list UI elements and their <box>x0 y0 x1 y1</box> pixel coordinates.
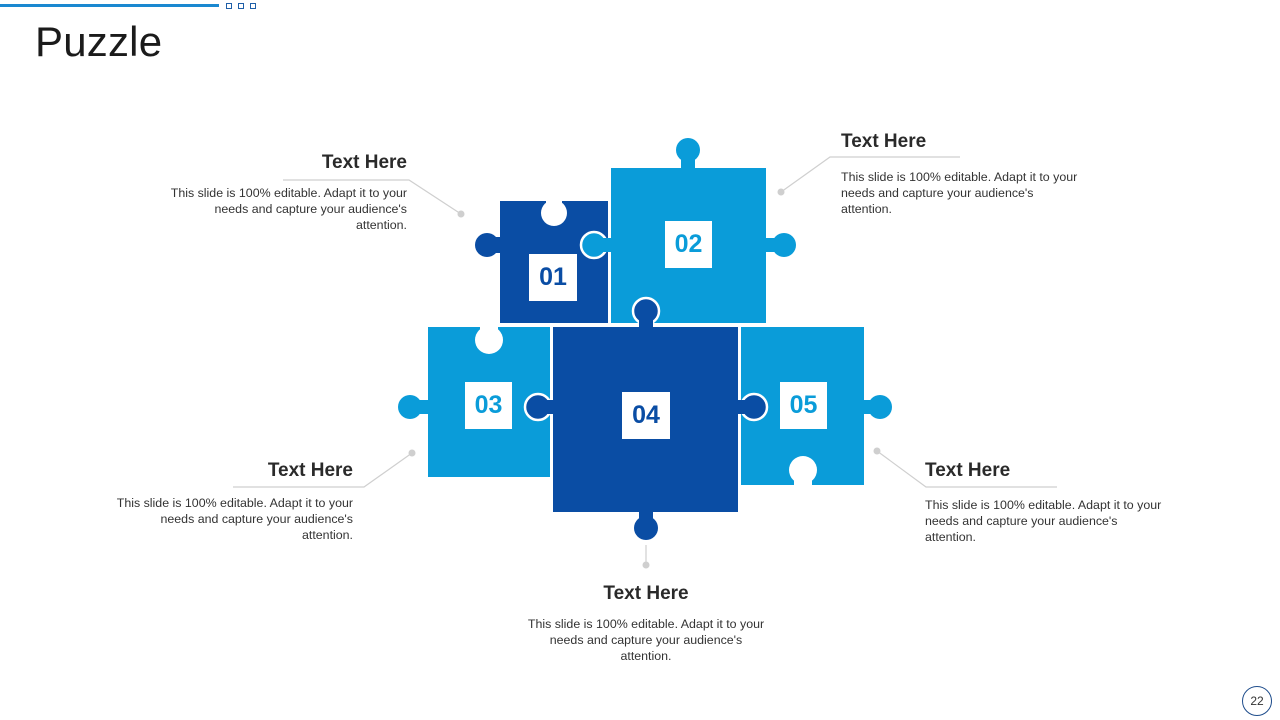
connector-line-1 <box>283 179 462 215</box>
callout-heading-1: Text Here <box>321 152 407 173</box>
piece-number-03: 03 <box>465 382 512 429</box>
connector-line-2 <box>780 156 960 193</box>
decor-square <box>238 3 244 9</box>
connector-line-4 <box>876 450 1057 488</box>
connector-dot-3 <box>408 449 416 457</box>
piece-number-05: 05 <box>780 382 827 429</box>
connector-dot-4 <box>873 447 881 455</box>
connector-dot-5 <box>642 561 650 569</box>
connector-line-3 <box>233 452 413 488</box>
page-number: 22 <box>1242 686 1272 716</box>
slide-title: Puzzle <box>35 18 163 65</box>
callout-heading-4: Text Here <box>925 460 1011 481</box>
callout-heading-3: Text Here <box>267 460 353 481</box>
callout-heading-2: Text Here <box>841 131 927 152</box>
connector-dot-1 <box>457 210 465 218</box>
callout-body-5: This slide is 100% editable. Adapt it to… <box>527 617 765 664</box>
piece-number-04: 04 <box>622 392 670 439</box>
piece-number-02: 02 <box>665 221 712 268</box>
callout-body-1: This slide is 100% editable. Adapt it to… <box>170 186 407 233</box>
decor-square <box>226 3 232 9</box>
callout-heading-5: Text Here <box>603 583 689 604</box>
callout-body-2: This slide is 100% editable. Adapt it to… <box>841 170 1078 217</box>
connector-dot-2 <box>777 188 785 196</box>
callout-body-4: This slide is 100% editable. Adapt it to… <box>925 498 1162 545</box>
puzzle-piece-04 <box>523 296 769 540</box>
top-accent-bar <box>0 4 219 7</box>
decor-square <box>250 3 256 9</box>
piece-number-01: 01 <box>529 254 577 301</box>
callout-body-3: This slide is 100% editable. Adapt it to… <box>116 496 353 543</box>
